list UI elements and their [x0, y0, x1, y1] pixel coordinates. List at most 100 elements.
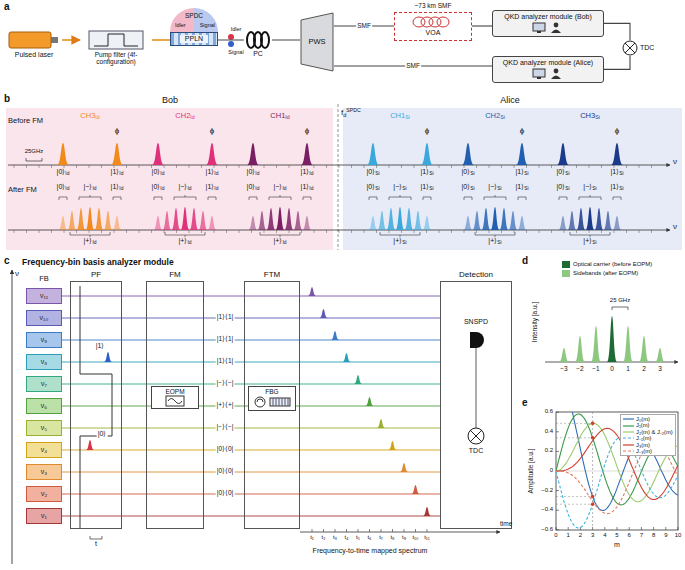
bracket [70, 232, 110, 237]
tick [514, 230, 515, 233]
legend-sample [623, 435, 634, 441]
label: SNSPD [464, 318, 488, 326]
tick [678, 527, 679, 530]
subscript: Id [282, 240, 286, 245]
peak [285, 208, 294, 230]
node-label: ν₉ [41, 336, 47, 344]
tick [556, 527, 557, 530]
tick [501, 165, 502, 168]
tick [339, 165, 340, 168]
subscript: Id [187, 240, 191, 245]
main-text: |−⟩ [583, 183, 592, 190]
subscript: Si [595, 114, 600, 120]
guide-line [556, 437, 593, 438]
label: 10 [675, 532, 682, 539]
label: Before FM [8, 117, 43, 125]
tdc-symbol [468, 428, 484, 444]
peak [190, 208, 199, 230]
ket-label: |−⟩Id [179, 183, 192, 192]
tick [589, 165, 590, 168]
bessel-curve [556, 414, 678, 505]
subscript: Id [285, 114, 289, 120]
subscript: Si [405, 114, 410, 120]
marker-dot [591, 502, 595, 506]
tick [323, 529, 324, 532]
legend-row: Sidebands (after EOPM) [562, 270, 652, 277]
axis [300, 532, 500, 533]
main-text: |0⟩ [247, 183, 256, 190]
panel-letter: d [522, 255, 528, 266]
guide-line [556, 496, 593, 497]
tick [226, 165, 227, 168]
main-text: |0⟩ [57, 168, 66, 175]
connector [218, 39, 244, 40]
icon [8, 30, 60, 50]
ket-label: |+⟩Id [274, 237, 287, 246]
tick [64, 165, 65, 168]
ket-label: CH3Si [580, 112, 600, 121]
bracket [612, 307, 628, 310]
bracket [464, 197, 472, 200]
label: 2 [579, 532, 582, 539]
icon [252, 395, 292, 409]
peak [267, 208, 276, 230]
node-dev: EOPM [151, 386, 199, 409]
peak [172, 208, 181, 230]
subscript: Id [119, 186, 123, 191]
label: Alice [500, 96, 520, 106]
subscript: Si [592, 240, 596, 245]
ket-label: |−⟩Id [84, 183, 97, 192]
shape [170, 8, 218, 32]
icon [245, 31, 271, 49]
peak [111, 143, 123, 165]
ket-label: |+⟩Id [179, 237, 192, 246]
subscript: Id [214, 171, 218, 176]
tick [176, 165, 177, 168]
tick [126, 230, 127, 233]
tick [414, 230, 415, 233]
tick [604, 527, 605, 530]
label: ϕ [305, 127, 309, 136]
bar-peak [591, 326, 601, 362]
connector [272, 39, 300, 40]
main-text: |−⟩ [488, 183, 497, 190]
subscript: Si [429, 186, 433, 191]
main-text: |0⟩ [57, 183, 66, 190]
tick [464, 230, 465, 233]
legend-sample [623, 442, 634, 448]
subscript: Id [92, 240, 96, 245]
subscript: Si [524, 171, 528, 176]
main-text: |0⟩ [152, 183, 161, 190]
shape [531, 22, 565, 34]
mapped-pulse [423, 507, 431, 516]
shape [245, 31, 271, 49]
subscript: Si [375, 186, 379, 191]
tick [576, 165, 577, 168]
shape [94, 34, 138, 46]
subscript: Id [309, 186, 313, 191]
peak [303, 216, 312, 230]
shape [554, 22, 559, 27]
legend: J₀(m)J₁(m)J₂(m) & J₋₂(m)J₋₁(m)J₃(m)J₋₃(m… [620, 414, 676, 456]
signal-line [62, 472, 440, 473]
node-bar: ν₁₀ [26, 310, 62, 326]
node-bar: ν₄ [26, 442, 62, 458]
tick [301, 165, 302, 168]
main-text: |0⟩ [366, 183, 375, 190]
signal-line [62, 296, 440, 297]
node-label: SPDC [170, 12, 218, 19]
ket-label: |+⟩Si [488, 237, 501, 246]
label: 25 GHz [610, 297, 630, 304]
node-label: ν₂ [41, 490, 47, 498]
subscript: Id [190, 114, 194, 120]
bracket [303, 197, 311, 200]
ket-label: |1⟩Si [610, 183, 623, 192]
mapped-pulse [354, 375, 362, 384]
label: 0 [550, 467, 553, 474]
tick [101, 165, 102, 168]
tick [476, 165, 477, 168]
detector-symbol [470, 332, 484, 348]
ket-label: |1⟩Id [111, 168, 124, 177]
